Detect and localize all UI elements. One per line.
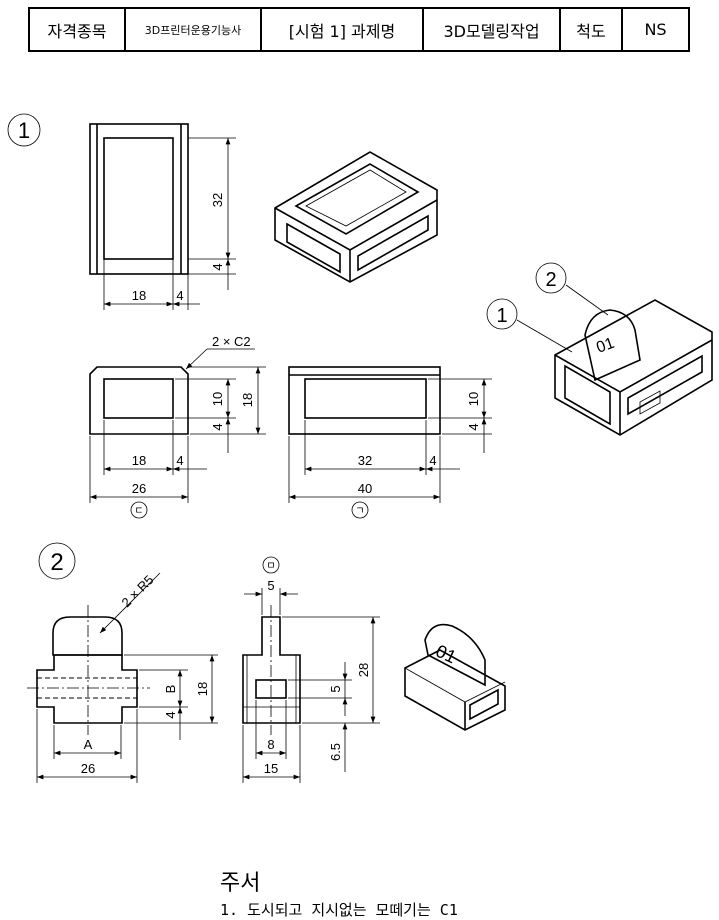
task-label: [시험 1] 과제명: [260, 7, 424, 52]
svg-text:1: 1: [496, 305, 507, 327]
svg-text:1: 1: [18, 118, 30, 143]
svg-text:4: 4: [210, 423, 225, 430]
part2-side-view: ㅁ 5 28 5 6.5 8 15: [242, 556, 380, 783]
part1-top-view: 32 4 18 4: [89, 123, 236, 310]
part2-balloon: 2: [38, 542, 76, 580]
svg-text:32: 32: [210, 193, 225, 207]
part1-isometric-view: [274, 151, 438, 283]
svg-text:2: 2: [545, 269, 556, 291]
svg-text:18: 18: [240, 393, 255, 407]
svg-text:01: 01: [433, 641, 460, 668]
notes-title: 주서: [220, 871, 261, 896]
scale-label: 척도: [559, 7, 623, 52]
svg-text:18: 18: [132, 288, 146, 303]
part2-isometric-view: 01: [404, 623, 506, 731]
svg-text:5: 5: [267, 578, 274, 593]
svg-text:2: 2: [50, 549, 63, 576]
svg-text:4: 4: [466, 423, 481, 430]
part1-balloon: 1: [7, 113, 41, 147]
svg-text:2 × R5: 2 × R5: [119, 572, 157, 610]
svg-text:26: 26: [81, 761, 95, 776]
svg-text:ㄷ: ㄷ: [134, 506, 143, 517]
svg-text:2 × C2: 2 × C2: [212, 334, 251, 349]
svg-text:01: 01: [594, 335, 617, 357]
title-block: 자격종목 3D프린터운용기능사 [시험 1] 과제명 3D모델링작업 척도 NS: [28, 7, 690, 52]
svg-text:ㄱ: ㄱ: [355, 506, 364, 517]
svg-text:15: 15: [264, 761, 278, 776]
qualification-value: 3D프린터운용기능사: [124, 7, 262, 52]
svg-text:4: 4: [429, 453, 436, 468]
svg-text:32: 32: [358, 453, 372, 468]
svg-text:18: 18: [132, 453, 146, 468]
part1-front-view: 2 × C2 10 4 18 18 4 26 ㄷ: [89, 334, 266, 519]
svg-text:28: 28: [356, 663, 371, 677]
svg-text:5: 5: [328, 685, 343, 692]
svg-text:8: 8: [267, 737, 274, 752]
svg-text:4: 4: [176, 288, 183, 303]
part2-front-view: 2 × R5 B 4 18 A 26: [27, 572, 218, 783]
svg-text:ㅁ: ㅁ: [266, 561, 275, 572]
qualification-label: 자격종목: [28, 7, 126, 52]
assembly-isometric-view: 01 2 1: [486, 262, 713, 436]
svg-text:18: 18: [195, 682, 210, 696]
task-value: 3D모델링작업: [422, 7, 561, 52]
part1-side-view: 10 4 32 4 40 ㄱ: [288, 366, 492, 519]
svg-text:26: 26: [132, 481, 146, 496]
note-item: 1. 도시되고 지시없는 모떼기는 C1: [220, 901, 458, 919]
svg-text:10: 10: [210, 392, 225, 406]
svg-text:4: 4: [176, 453, 183, 468]
svg-text:A: A: [84, 737, 93, 752]
svg-text:40: 40: [358, 481, 372, 496]
svg-text:6.5: 6.5: [328, 743, 343, 761]
svg-text:10: 10: [466, 392, 481, 406]
svg-text:4: 4: [163, 711, 178, 718]
svg-text:B: B: [163, 685, 178, 694]
svg-text:4: 4: [210, 263, 225, 270]
scale-value: NS: [621, 7, 690, 52]
notes: 주서 1. 도시되고 지시없는 모떼기는 C1: [220, 865, 458, 920]
